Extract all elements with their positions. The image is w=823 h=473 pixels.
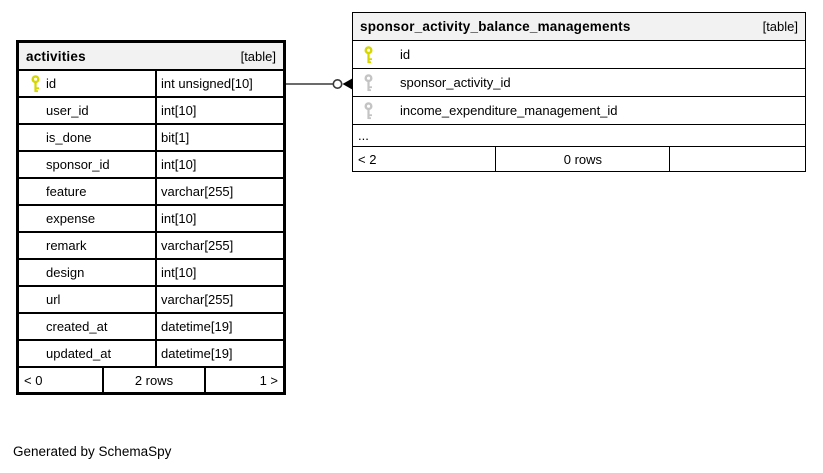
primary-key-icon — [364, 45, 379, 64]
foreign-key-icon — [364, 73, 379, 92]
table-footer: < 0 2 rows 1 > — [19, 366, 283, 392]
column-name: updated_at — [46, 346, 112, 361]
column-type: datetime[19] — [155, 341, 283, 366]
column-type: int[10] — [155, 98, 283, 123]
table-row: feature varchar[255] — [19, 177, 283, 204]
zero-cardinality-circle-icon — [332, 79, 343, 89]
table-rows: id int unsigned[10] user_id int[10] is_d… — [19, 69, 283, 366]
table-row: user_id int[10] — [19, 96, 283, 123]
table-node-sponsor-activity-balance-managements[interactable]: sponsor_activity_balance_managements [ta… — [352, 12, 806, 172]
column-type: datetime[19] — [155, 314, 283, 339]
primary-key-icon — [31, 74, 46, 93]
column-name: remark — [46, 238, 87, 253]
table-row: updated_at datetime[19] — [19, 339, 283, 366]
column-type: varchar[255] — [155, 287, 283, 312]
column-type: varchar[255] — [155, 233, 283, 258]
many-cardinality-arrow-icon — [342, 78, 352, 90]
column-name: income_expenditure_management_id — [400, 103, 618, 118]
table-row: created_at datetime[19] — [19, 312, 283, 339]
table-row: is_done bit[1] — [19, 123, 283, 150]
column-name: is_done — [46, 130, 92, 145]
table-row: url varchar[255] — [19, 285, 283, 312]
column-name: url — [46, 292, 61, 307]
table-row: expense int[10] — [19, 204, 283, 231]
column-type: bit[1] — [155, 125, 283, 150]
column-name: sponsor_activity_id — [400, 75, 511, 90]
footer-parent-count: < 0 — [24, 372, 43, 388]
table-header: sponsor_activity_balance_managements [ta… — [353, 13, 805, 40]
table-header: activities [table] — [19, 43, 283, 69]
table-node-activities[interactable]: activities [table] id int unsigned[10] u… — [16, 40, 286, 395]
relationship-connector — [286, 78, 352, 90]
column-type: int[10] — [155, 152, 283, 177]
generated-by-note: Generated by SchemaSpy — [13, 444, 172, 459]
footer-row-count: 0 rows — [495, 147, 669, 171]
footer-row-count: 2 rows — [102, 368, 204, 392]
column-name: design — [46, 265, 85, 280]
table-type-tag: [table] — [240, 48, 276, 64]
table-row: income_expenditure_management_id — [353, 96, 805, 124]
footer-parent-count: < 2 — [358, 151, 377, 167]
hidden-columns-ellipsis: ... — [353, 124, 805, 146]
footer-child-count: 1 > — [203, 368, 283, 392]
table-row: remark varchar[255] — [19, 231, 283, 258]
column-name: expense — [46, 211, 96, 226]
column-name: id — [46, 76, 57, 91]
table-footer: < 2 0 rows — [353, 146, 805, 171]
table-row: id int unsigned[10] — [19, 69, 283, 96]
column-type: int[10] — [155, 206, 283, 231]
table-row: design int[10] — [19, 258, 283, 285]
table-row: sponsor_activity_id — [353, 68, 805, 96]
column-name: created_at — [46, 319, 108, 334]
table-row: sponsor_id int[10] — [19, 150, 283, 177]
column-name: sponsor_id — [46, 157, 110, 172]
column-type: int[10] — [155, 260, 283, 285]
column-name: feature — [46, 184, 87, 199]
table-row: id — [353, 40, 805, 68]
column-name: user_id — [46, 103, 89, 118]
column-name: id — [400, 47, 411, 62]
table-rows: id sponsor_activity_id income_expenditur… — [353, 40, 805, 124]
foreign-key-icon — [364, 101, 379, 120]
table-type-tag: [table] — [762, 19, 798, 34]
footer-child-count — [669, 147, 805, 171]
table-title[interactable]: sponsor_activity_balance_managements — [360, 19, 631, 34]
column-type: int unsigned[10] — [155, 71, 283, 96]
column-type: varchar[255] — [155, 179, 283, 204]
table-title[interactable]: activities — [26, 48, 86, 64]
